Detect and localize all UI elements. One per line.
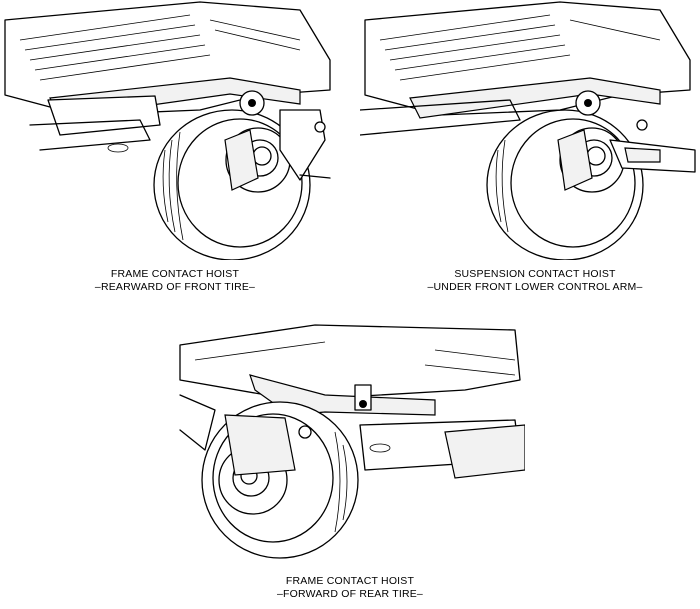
hoist-contact-bracket	[47, 95, 161, 136]
brake-caliper	[557, 129, 593, 191]
caption-front-frame-hoist: FRAME CONTACT HOIST –REARWARD OF FRONT T…	[60, 268, 290, 294]
suspension-arm	[224, 414, 296, 476]
frame-rail	[409, 77, 661, 119]
caption-subtitle: –REARWARD OF FRONT TIRE–	[94, 281, 256, 293]
floor-ribs	[379, 14, 661, 81]
steering-knuckle	[279, 109, 326, 181]
front-frame-illustration	[4, 1, 331, 260]
caption-title: SUSPENSION CONTACT HOIST	[454, 268, 616, 280]
tire-tread	[334, 431, 348, 533]
floor-ribs	[19, 14, 301, 81]
brake-caliper	[224, 129, 259, 191]
tire-tread	[495, 139, 509, 233]
underbody-pan	[179, 324, 521, 401]
caption-title: FRAME CONTACT HOIST	[285, 575, 415, 587]
hoist-contact-bracket	[354, 384, 372, 411]
caption-front-suspension-hoist: SUSPENSION CONTACT HOIST –UNDER FRONT LO…	[405, 268, 665, 294]
rear-frame-illustration	[179, 324, 525, 559]
figure-rear-frame-hoist	[175, 320, 525, 570]
caption-rear-frame-hoist: FRAME CONTACT HOIST –FORWARD OF REAR TIR…	[230, 575, 470, 601]
front-suspension-illustration	[360, 1, 696, 260]
tire-tread	[162, 131, 184, 241]
figure-front-frame-hoist	[0, 0, 340, 260]
figure-front-suspension-hoist	[360, 0, 700, 260]
caption-subtitle: –UNDER FRONT LOWER CONTROL ARM–	[427, 281, 643, 293]
hoist-contact-point	[624, 147, 661, 163]
caption-title: FRAME CONTACT HOIST	[110, 268, 240, 280]
caption-subtitle: –FORWARD OF REAR TIRE–	[277, 588, 423, 600]
